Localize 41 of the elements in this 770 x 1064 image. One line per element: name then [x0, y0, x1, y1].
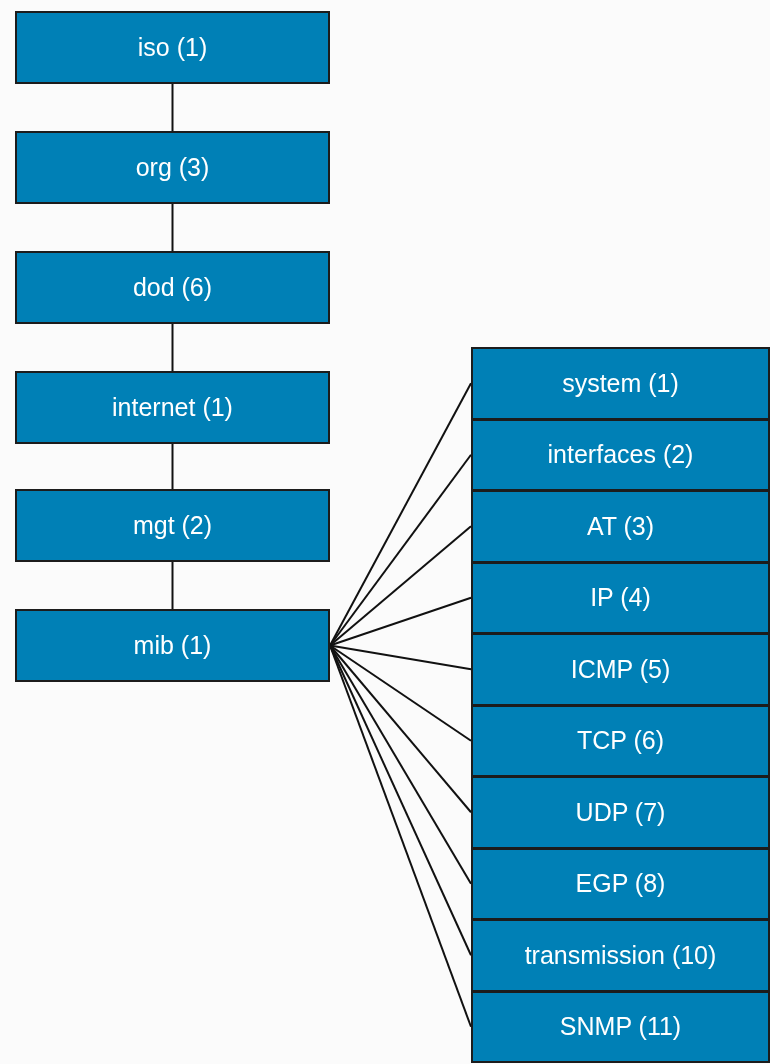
tree-node-box	[471, 847, 770, 920]
connector-line	[171, 443, 174, 490]
tree-node-box	[471, 418, 770, 491]
node-label: system (1)	[562, 368, 679, 398]
node-label: UDP (7)	[575, 797, 666, 827]
tree-node-box	[471, 561, 770, 634]
tree-node-box	[15, 489, 330, 562]
tree-node-box	[471, 704, 770, 777]
connector-line	[329, 525, 472, 647]
tree-node-box	[471, 347, 770, 420]
tree-node-box	[15, 371, 330, 444]
node-label: ICMP (5)	[570, 654, 671, 684]
node-label: IP (4)	[590, 583, 651, 613]
node-label: dod (6)	[132, 273, 213, 302]
connector-line	[329, 596, 472, 647]
tree-node-box	[15, 251, 330, 324]
tree-node-box	[471, 990, 770, 1063]
connector-line	[171, 203, 174, 252]
tree-node-box	[15, 609, 330, 682]
tree-node-box	[471, 490, 770, 563]
node-label: interfaces (2)	[547, 440, 694, 470]
node-label: AT (3)	[586, 511, 655, 541]
tree-node-box	[15, 131, 330, 204]
connector-line	[171, 323, 174, 372]
node-label: SNMP (11)	[559, 1012, 682, 1042]
node-label: iso (1)	[137, 33, 208, 62]
connector-line	[329, 644, 472, 742]
connector-line	[329, 644, 472, 671]
tree-node-box	[471, 776, 770, 849]
node-label: TCP (6)	[576, 726, 665, 756]
tree-node-box	[471, 633, 770, 706]
connector-line	[171, 561, 174, 610]
connector-line	[171, 83, 174, 132]
tree-node-box	[15, 11, 330, 84]
node-label: mib (1)	[133, 631, 212, 660]
node-label: mgt (2)	[132, 511, 213, 540]
tree-node-box	[471, 919, 770, 992]
node-label: EGP (8)	[575, 869, 666, 899]
node-label: org (3)	[135, 153, 210, 182]
node-label: transmission (10)	[524, 940, 717, 970]
node-label: internet (1)	[112, 393, 233, 422]
